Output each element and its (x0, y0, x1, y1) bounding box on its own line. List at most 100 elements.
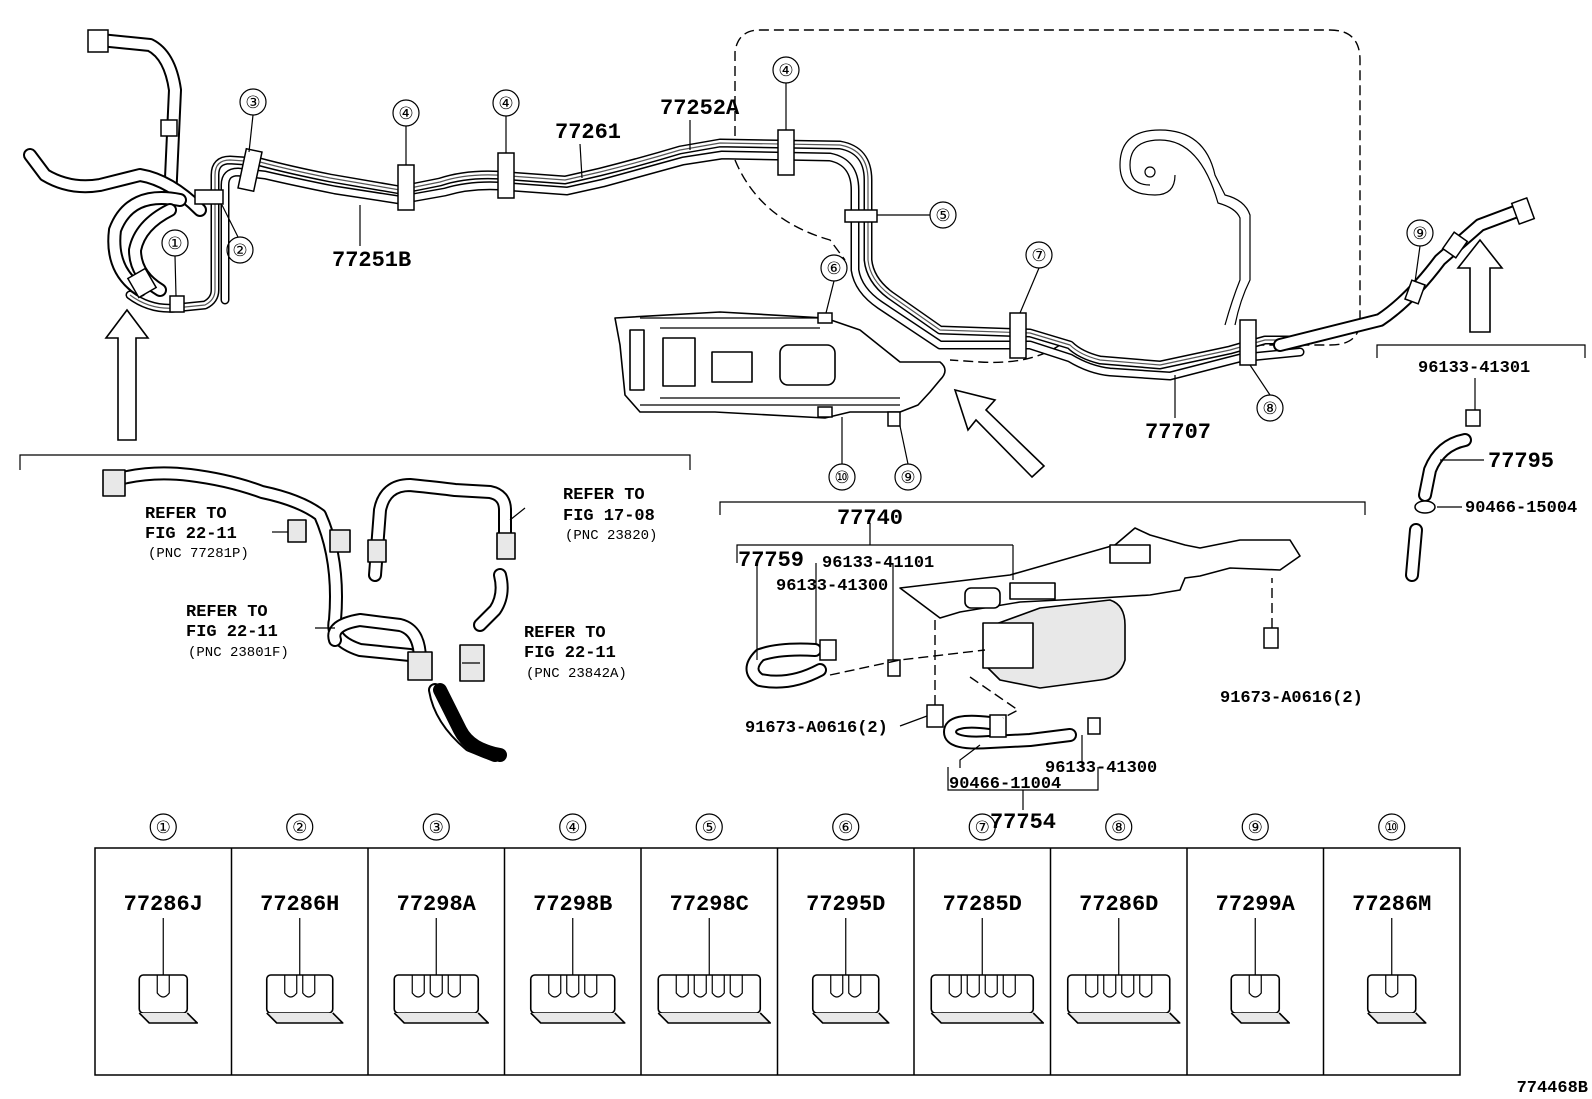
section-brackets (19, 344, 1586, 515)
clamp-callout: ⑥ (838, 818, 853, 837)
refer-77281P: REFER TO FIG 22-11 (PNC 77281P) (145, 505, 249, 562)
clamp-callout: ① (156, 818, 171, 837)
clamp-callout: ② (292, 818, 307, 837)
clamp-illustration (811, 974, 880, 1014)
label-77252A: 77252A (660, 96, 740, 121)
svg-text:REFER TO: REFER TO (145, 505, 227, 524)
clamp-callout-circle (149, 813, 177, 841)
svg-text:(PNC 23842A): (PNC 23842A) (526, 666, 627, 682)
clamp-cell: ⑤ 77298C (640, 813, 772, 1075)
callout-4a: ④ (392, 99, 420, 165)
clamp-illustration (138, 974, 189, 1014)
refer-23842A: REFER TO FIG 22-11 (PNC 23842A) (524, 624, 627, 682)
svg-text:④: ④ (398, 104, 413, 123)
label-77261: 77261 (555, 120, 621, 145)
clamp-part-number: 77286D (1079, 892, 1158, 917)
clamp-illustration (1230, 974, 1281, 1014)
clamp-callout-circle (422, 813, 450, 841)
clamp-illustration (393, 974, 480, 1014)
svg-text:FIG 22-11: FIG 22-11 (524, 644, 616, 663)
clamp-cell: ⑦ 77285D (913, 813, 1045, 1075)
clamp-cell: ② 77286H (230, 813, 344, 1075)
clamp-callout-circle (1105, 813, 1133, 841)
canister-labels: 77740 77759 96133-41101 96133-41300 9167… (738, 506, 1363, 835)
upper-left-pipework (23, 29, 224, 313)
callout-3: ③ (239, 88, 267, 153)
svg-text:⑤: ⑤ (935, 206, 950, 225)
svg-text:②: ② (232, 241, 247, 260)
clamp-part-number: 77298C (670, 892, 749, 917)
clamp-cell: ⑩ 77286M (1322, 813, 1431, 1075)
callout-8: ⑧ (1249, 364, 1284, 422)
callout-4c: ④ (772, 56, 800, 130)
clamp-illustration (529, 974, 616, 1014)
label-96133-41101: 96133-41101 (822, 554, 934, 573)
clamp-callout-circle (1241, 813, 1269, 841)
refer-labels: REFER TO FIG 22-11 (PNC 77281P) REFER TO… (145, 486, 657, 682)
refer-23820: REFER TO FIG 17-08 (PNC 23820) (563, 486, 657, 544)
clamp-part-number: 77286H (260, 892, 339, 917)
svg-text:④: ④ (778, 61, 793, 80)
callout-5: ⑤ (877, 201, 957, 229)
label-90466-11004: 90466-11004 (949, 775, 1061, 794)
svg-text:(PNC 77281P): (PNC 77281P) (148, 546, 249, 562)
clamp-part-number: 77299A (1216, 892, 1296, 917)
svg-text:⑩: ⑩ (834, 468, 849, 487)
label-96133-41301: 96133-41301 (1418, 359, 1530, 378)
top-part-labels: 77251B 77261 77252A 77707 (332, 96, 1211, 445)
label-77795: 77795 (1488, 449, 1554, 474)
clamp-callout: ⑧ (1111, 818, 1126, 837)
svg-text:①: ① (167, 234, 182, 253)
clamp-table: ①77286J②77286H③77298A④77298B⑤77298C⑥7729… (94, 813, 1461, 1076)
svg-text:(PNC 23801F): (PNC 23801F) (188, 645, 289, 661)
svg-text:FIG 22-11: FIG 22-11 (186, 623, 278, 642)
callout-4b: ④ (492, 89, 520, 153)
clamp-callout: ⑦ (975, 818, 990, 837)
svg-text:REFER TO: REFER TO (186, 603, 268, 622)
callout-10: ⑩ (828, 417, 856, 491)
fuel-tank-outline (734, 29, 1361, 364)
clamp-part-number: 77286M (1352, 892, 1431, 917)
label-77759: 77759 (738, 548, 804, 573)
clamp-part-number: 77285D (943, 892, 1022, 917)
clamp-callout-circle (559, 813, 587, 841)
clamp-part-number: 77298A (397, 892, 477, 917)
clamp-callout-circle (1378, 813, 1406, 841)
clamp-callout-circle (832, 813, 860, 841)
clamp-part-number: 77295D (806, 892, 885, 917)
clamp-cell: ⑥ 77295D (776, 813, 890, 1075)
svg-text:FIG 17-08: FIG 17-08 (563, 507, 655, 526)
clamp-callout: ⑤ (702, 818, 717, 837)
diagram-id: 774468B (1517, 1079, 1588, 1098)
clamp-illustration (265, 974, 334, 1014)
clamp-illustration (1366, 974, 1417, 1014)
label-91673-A0616-right: 91673-A0616(2) (1220, 689, 1363, 708)
clamp-callout: ⑨ (1248, 818, 1263, 837)
label-90466-15004: 90466-15004 (1465, 499, 1577, 518)
svg-text:⑨: ⑨ (900, 468, 915, 487)
callout-1: ① (161, 229, 189, 297)
callout-9-top: ⑨ (1406, 219, 1434, 283)
top-callouts: ③ ② ① ④ ④ ④ ⑤ ⑥ ⑦ ⑧ ⑨ ⑩ ⑨ (161, 56, 1434, 491)
label-77707: 77707 (1145, 420, 1211, 445)
callout-9-frame: ⑨ (894, 425, 922, 491)
clamp-callout: ⑩ (1384, 818, 1399, 837)
clamp-illustration (930, 974, 1035, 1014)
left-hose-detail (102, 466, 526, 762)
clamp-illustration (657, 974, 762, 1014)
svg-text:(PNC 23820): (PNC 23820) (565, 528, 657, 544)
canister-frame-top (614, 311, 946, 427)
label-96133-41300-a: 96133-41300 (776, 577, 888, 596)
refer-23801F: REFER TO FIG 22-11 (PNC 23801F) (186, 603, 289, 661)
svg-text:FIG 22-11: FIG 22-11 (145, 525, 237, 544)
clamp-cell: ⑧ 77286D (1049, 813, 1181, 1075)
label-77251B: 77251B (332, 248, 411, 273)
label-77740: 77740 (837, 506, 903, 531)
clamp-callout-circle (695, 813, 723, 841)
svg-text:⑧: ⑧ (1262, 399, 1277, 418)
filler-vent-line (1273, 196, 1536, 352)
label-91673-A0616-left: 91673-A0616(2) (745, 719, 888, 738)
